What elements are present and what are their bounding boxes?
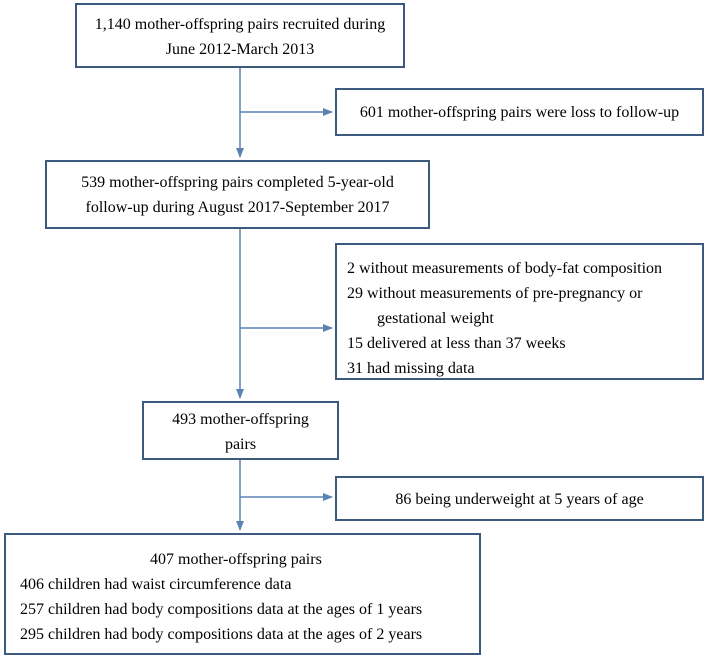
completed-line-2: follow-up during August 2017-September 2… <box>85 199 390 216</box>
exclusion-body-fat: 2 without measurements of body-fat compo… <box>347 260 663 277</box>
exclusion-missing-data: 31 had missing data <box>347 360 475 377</box>
completed-box: 539 mother-offspring pairs completed 5-y… <box>45 160 430 229</box>
completed-line-1: 539 mother-offspring pairs completed 5-y… <box>81 174 394 191</box>
lost-followup-box: 601 mother-offspring pairs were loss to … <box>335 88 704 136</box>
pairs-493-line-2: pairs <box>224 436 257 453</box>
final-title: 407 mother-offspring pairs <box>150 551 322 568</box>
recruited-line-2: June 2012-March 2013 <box>165 41 315 58</box>
exclusion-preterm: 15 delivered at less than 37 weeks <box>347 335 566 352</box>
pairs-493-box: 493 mother-offspring pairs <box>142 401 339 460</box>
underweight-line-1: 86 being underweight at 5 years of age <box>395 491 644 508</box>
final-waist: 406 children had waist circumference dat… <box>20 576 292 593</box>
final-composition-2y: 295 children had body compositions data … <box>20 626 423 643</box>
exclusions-box: 2 without measurements of body-fat compo… <box>335 243 704 380</box>
final-box: 407 mother-offspring pairs 406 children … <box>4 533 481 655</box>
exclusion-pre-pregnancy: 29 without measurements of pre-pregnancy… <box>347 285 643 302</box>
recruited-box: 1,140 mother-offspring pairs recruited d… <box>75 3 405 68</box>
exclusion-pre-pregnancy-cont: gestational weight <box>377 310 494 327</box>
lost-followup-line-1: 601 mother-offspring pairs were loss to … <box>359 104 680 121</box>
recruited-line-1: 1,140 mother-offspring pairs recruited d… <box>94 16 386 33</box>
pairs-493-line-1: 493 mother-offspring <box>172 411 309 428</box>
final-composition-1y: 257 children had body compositions data … <box>20 601 423 618</box>
underweight-box: 86 being underweight at 5 years of age <box>335 476 704 521</box>
